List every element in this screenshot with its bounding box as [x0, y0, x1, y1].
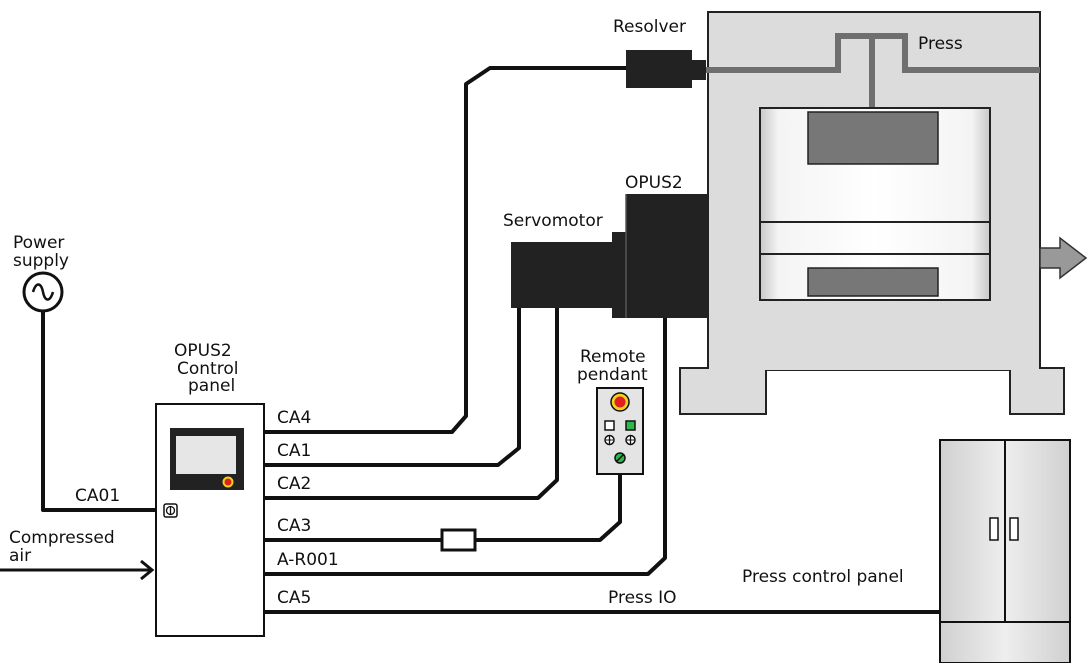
press-machine — [679, 11, 1088, 415]
remote-pendant-label-line1: Remote — [580, 347, 646, 367]
resolver-label: Resolver — [613, 17, 686, 37]
cable-a-r001 — [264, 318, 667, 576]
press-control-panel-label: Press control panel — [742, 567, 904, 587]
control-panel-label-line3: panel — [188, 376, 235, 396]
opus2-control-panel — [155, 403, 265, 637]
press-frame-base — [679, 367, 1065, 415]
ca3-label: CA3 — [277, 516, 311, 536]
cable-ca2 — [264, 308, 559, 500]
compressed-air-label-line1: Compressed — [9, 528, 115, 548]
resolver — [626, 50, 706, 88]
wiring — [0, 66, 940, 614]
pendant-white-button[interactable] — [604, 420, 615, 431]
power-supply — [22, 271, 64, 313]
a-r001-label: A-R001 — [277, 550, 339, 570]
ca5-label: CA5 — [277, 588, 311, 608]
servomotor-label: Servomotor — [503, 211, 603, 231]
ca4-label: CA4 — [277, 408, 311, 428]
lower-die — [807, 267, 939, 297]
cable-ca1 — [264, 308, 521, 467]
pendant-green-button[interactable] — [625, 420, 636, 431]
servomotor-flange — [612, 232, 626, 318]
output-arrow-icon — [1039, 236, 1088, 280]
ca1-label: CA1 — [277, 441, 311, 461]
press-io-label: Press IO — [608, 588, 677, 608]
upper-die — [807, 111, 939, 165]
servomotor-body — [511, 242, 612, 308]
power-supply-label-line2: supply — [13, 251, 69, 271]
press-label: Press — [918, 34, 963, 54]
cabinet-handle-right[interactable] — [1009, 517, 1019, 541]
control-panel-label-line2: Control — [177, 359, 238, 379]
press-control-cabinet — [939, 439, 1071, 663]
servomotor-assembly — [511, 194, 708, 318]
opus2-unit — [626, 194, 708, 318]
remote-pendant — [596, 387, 644, 475]
labels: Resolver Press OPUS2 Servomotor Power su… — [9, 17, 963, 608]
cable-ca01 — [41, 311, 156, 512]
air-arrow-icon — [140, 559, 155, 581]
cabinet-handle-left[interactable] — [989, 517, 999, 541]
cable-ca4 — [264, 66, 626, 434]
opus2-label: OPUS2 — [625, 173, 683, 193]
inline-connector — [440, 528, 477, 552]
power-supply-label-line1: Power — [13, 233, 64, 253]
ca2-label: CA2 — [277, 474, 311, 494]
panel-indicator-light — [222, 476, 234, 488]
remote-pendant-label-line2: pendant — [577, 365, 648, 385]
ca01-label: CA01 — [75, 486, 120, 506]
control-panel-label-line1: OPUS2 — [174, 341, 232, 361]
compressed-air-label-line2: air — [9, 546, 31, 566]
